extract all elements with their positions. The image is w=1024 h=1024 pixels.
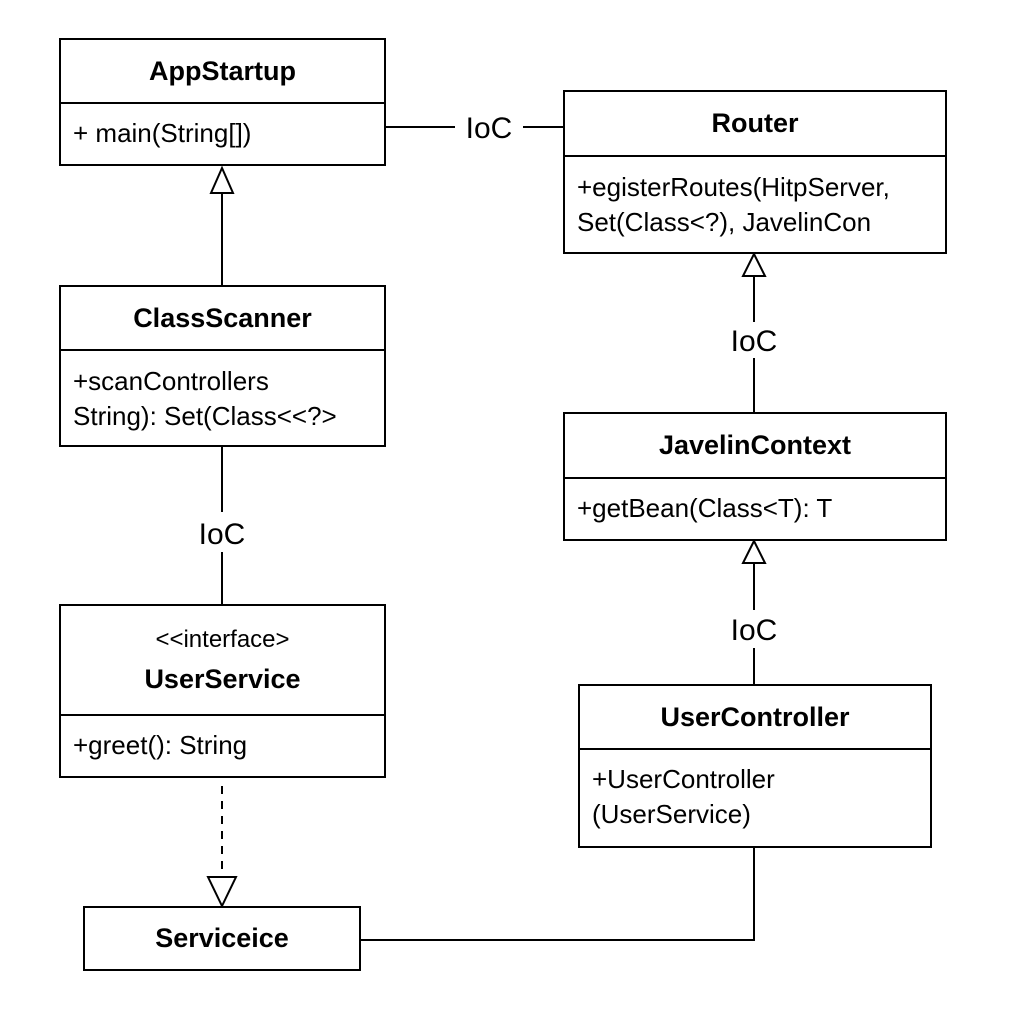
class-members-router: +egisterRoutes(HitpServer, Set(Class<?),… [565, 157, 945, 240]
controller-context-arrowhead [741, 538, 767, 564]
context-router-ioc-label: IoC [731, 325, 778, 358]
class-name-serviceice: Serviceice [155, 923, 289, 953]
app-router-ioc-label: IoC [466, 112, 513, 145]
class-members-app-startup: + main(String[]) [61, 104, 384, 151]
class-box-javelin-context[interactable]: JavelinContext +getBean(Class<T): T [563, 412, 947, 541]
scanner-app-arrowhead [209, 165, 235, 194]
class-header-user-service: <<interface> UserService [61, 606, 384, 716]
member-class-scanner-1: String): Set(Class<<?> [73, 401, 337, 431]
controller-serviceice-line [360, 847, 755, 941]
member-user-service-0: +greet(): String [73, 730, 248, 760]
member-class-scanner-0: +scanControllers [73, 366, 269, 396]
context-router-arrowhead [741, 251, 767, 277]
class-name-javelin-context: JavelinContext [565, 414, 945, 479]
class-box-app-startup[interactable]: AppStartup + main(String[]) [59, 38, 386, 166]
class-box-router[interactable]: Router +egisterRoutes(HitpServer, Set(Cl… [563, 90, 947, 254]
class-name-router: Router [565, 92, 945, 157]
class-name-app-startup: AppStartup [61, 40, 384, 104]
class-name-user-controller: UserController [580, 686, 930, 750]
member-user-controller-0: +UserController [592, 764, 775, 794]
class-name-class-scanner: ClassScanner [61, 287, 384, 351]
scanner-service-ioc-label: IoC [199, 518, 246, 551]
class-box-user-service[interactable]: <<interface> UserService +greet(): Strin… [59, 604, 386, 778]
stereotype-user-service: <<interface> [155, 625, 290, 653]
class-box-user-controller[interactable]: UserController +UserController (UserServ… [578, 684, 932, 848]
member-router-0: +egisterRoutes(HitpServer, [577, 172, 890, 202]
class-members-class-scanner: +scanControllers String): Set(Class<<?> [61, 351, 384, 434]
class-box-serviceice[interactable]: Serviceice [83, 906, 361, 971]
member-javelin-context-0: +getBean(Class<T): T [577, 493, 833, 523]
member-user-controller-1: (UserService) [592, 799, 751, 829]
controller-context-ioc-label: IoC [731, 614, 778, 647]
class-members-javelin-context: +getBean(Class<T): T [565, 479, 945, 526]
class-members-user-controller: +UserController (UserService) [580, 750, 930, 832]
member-router-1: Set(Class<?), JavelinCon [577, 207, 872, 237]
member-app-startup-0: + main(String[]) [73, 118, 252, 148]
service-realization-arrowhead [206, 876, 238, 909]
class-members-user-service: +greet(): String [61, 716, 384, 763]
class-box-class-scanner[interactable]: ClassScanner +scanControllers String): S… [59, 285, 386, 447]
class-name-user-service: UserService [144, 663, 301, 694]
